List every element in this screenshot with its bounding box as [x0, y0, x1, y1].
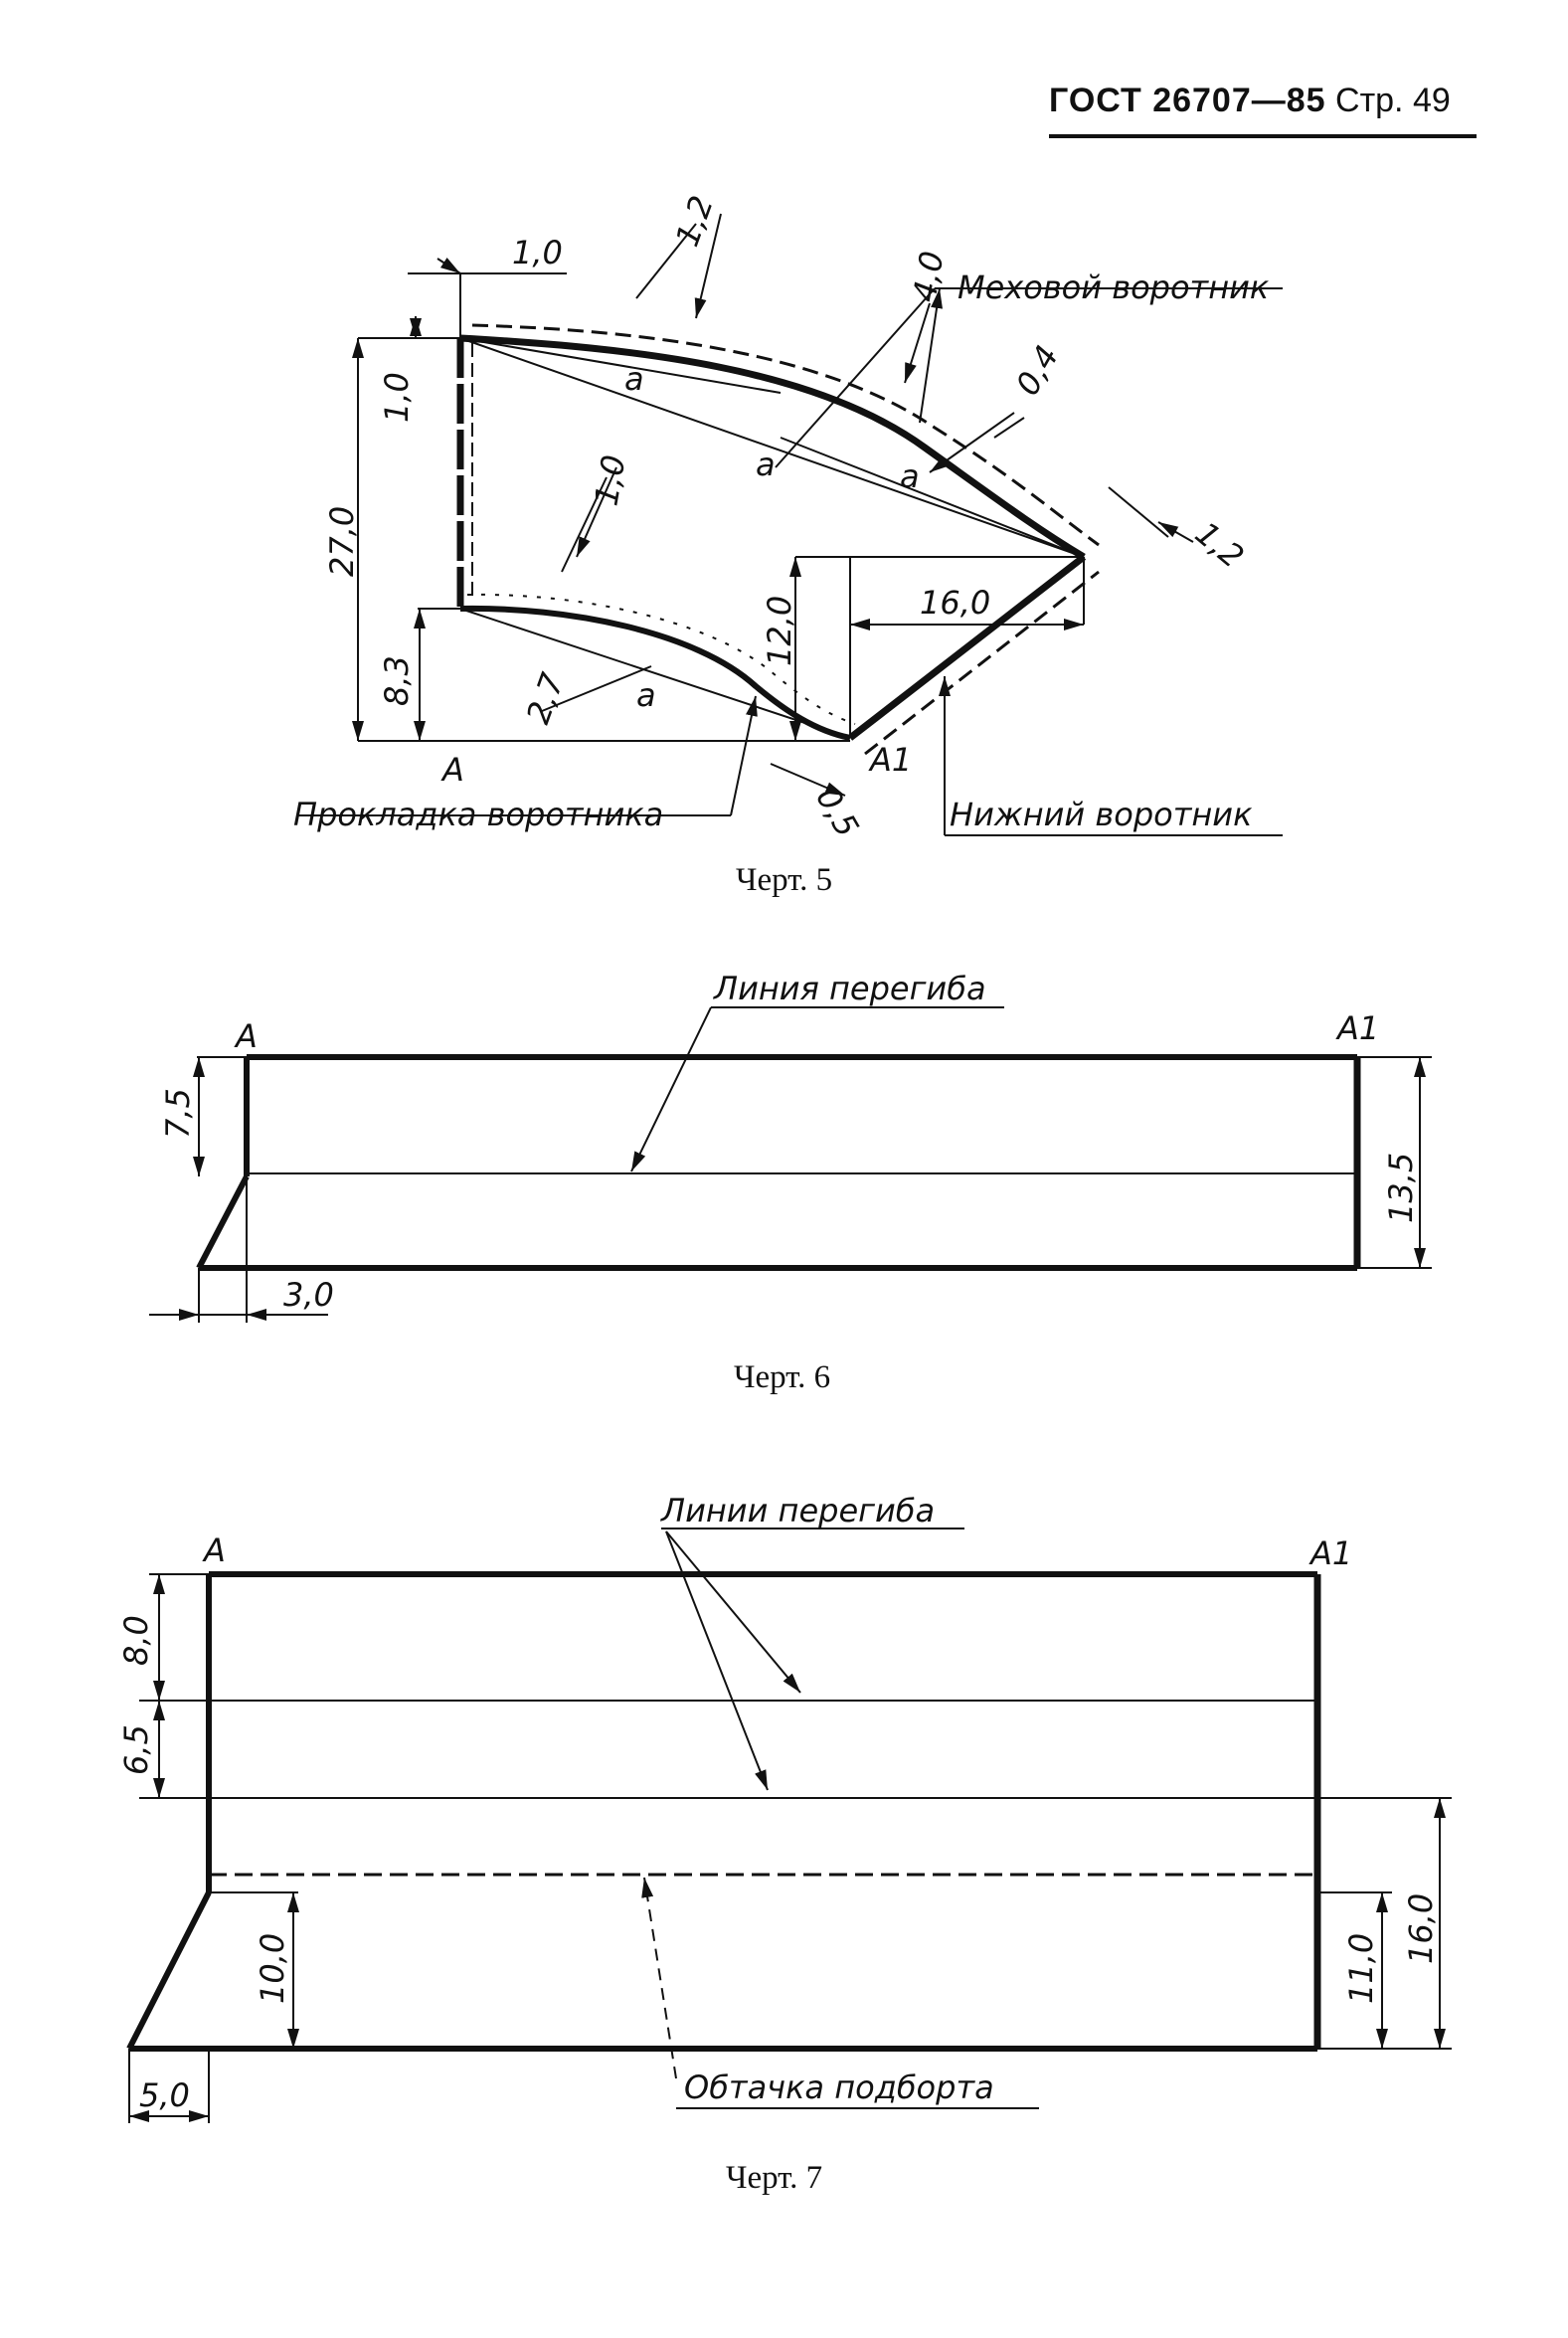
figure-7-labels: Линии перегиба A A1 8,0 6,5 10,0 11,0 16… — [117, 1492, 1440, 2196]
fig5-dim-1-2-right: 1,2 — [1188, 514, 1251, 576]
fig5-dim-1-0-inner: 1,0 — [587, 452, 632, 509]
fig5-dim-0-5: 0,5 — [808, 781, 866, 843]
fig7-fold-leader-1 — [665, 1530, 801, 1694]
fig5-mark-a-2: a — [756, 446, 776, 483]
fig5-chord-1 — [459, 337, 782, 394]
fig5-fur-collar-dashed — [471, 323, 1100, 547]
fig5-label-under-collar: Нижний воротник — [950, 796, 1253, 833]
fig5-dim-16: 16,0 — [920, 584, 990, 622]
figure-6 — [149, 1006, 1432, 1323]
fig5-mark-a-4: a — [636, 676, 656, 714]
fig5-interlining-marks — [466, 593, 856, 725]
page-header: ГОСТ 26707—85 Стр. 49 — [1049, 82, 1451, 120]
fig7-bevel-edge — [126, 1890, 212, 2051]
fig7-dim-16-0: 16,0 — [1402, 1893, 1440, 1964]
fig5-mark-a-3: a — [900, 457, 920, 495]
figure-7 — [126, 1528, 1452, 2123]
fig7-dim-11-0: 11,0 — [1342, 1933, 1380, 2004]
fig5-under-collar-dashed — [864, 570, 1100, 756]
figure-6-labels: Линия перегиба A A1 7,5 13,5 3,0 Черт. 6 — [159, 970, 1420, 1395]
fig5-point-a1: A1 — [868, 741, 912, 779]
fig7-fold-leader-2 — [665, 1530, 769, 1791]
fig5-under-collar-edge — [847, 554, 1087, 741]
fig7-caption: Черт. 7 — [726, 2160, 822, 2196]
figure-5-labels: 1,0 1,0 27,0 8,3 1,2 4,0 0,4 1,2 1,0 2,7… — [293, 191, 1270, 898]
fig5-interlining-contour — [459, 605, 851, 741]
fig5-label-interlining: Прокладка воротника — [293, 796, 663, 833]
fig6-dim-7-5: 7,5 — [159, 1088, 197, 1139]
fig7-point-a1: A1 — [1308, 1534, 1352, 1572]
fig5-dim-0-4: 0,4 — [1008, 339, 1066, 402]
fig7-label-fold-lines: Линии перегиба — [660, 1492, 935, 1529]
fig5-chord-2 — [780, 437, 1085, 558]
fig6-bevel-edge — [196, 1174, 250, 1270]
fig7-point-a: A — [202, 1531, 226, 1569]
fig5-point-a: A — [440, 751, 464, 789]
fig6-caption: Черт. 6 — [734, 1359, 830, 1395]
header-rule — [1049, 134, 1477, 138]
fig5-dim-1-0-left: 1,0 — [378, 372, 416, 423]
fig6-label-fold-line: Линия перегиба — [713, 970, 986, 1007]
fig6-dim-3-0: 3,0 — [283, 1276, 334, 1314]
fig7-dim-6-5: 6,5 — [117, 1724, 155, 1775]
fig5-chord-main — [459, 337, 1085, 558]
fig5-dim-27: 27,0 — [323, 506, 361, 577]
fig5-dim-12: 12,0 — [761, 596, 798, 666]
fig5-dim-4-0: 4,0 — [905, 249, 951, 305]
fig6-dim-13-5: 13,5 — [1382, 1153, 1420, 1223]
fig7-facing-leader — [641, 1877, 677, 2079]
fig7-dim-8-0: 8,0 — [117, 1615, 155, 1666]
fig7-dim-10-0: 10,0 — [254, 1933, 291, 2004]
page-number: Стр. 49 — [1335, 82, 1451, 119]
fig5-dim-8-3: 8,3 — [378, 655, 416, 706]
fig6-fold-leader — [630, 1006, 712, 1172]
fig5-mark-a-1: a — [624, 360, 644, 398]
fig5-interlining-chord — [459, 608, 851, 739]
fig6-point-a1: A1 — [1335, 1009, 1379, 1047]
fig7-label-facing: Обтачка подборта — [684, 2068, 994, 2106]
fig6-point-a: A — [234, 1017, 258, 1055]
fig5-dim-2-7: 2,7 — [519, 667, 572, 728]
standard-number: ГОСТ 26707—85 — [1049, 82, 1326, 119]
fig5-label-fur-collar: Меховой воротник — [958, 269, 1270, 306]
fig5-caption: Черт. 5 — [736, 862, 832, 898]
figure-5 — [298, 213, 1283, 836]
fig5-dim-1-0-top: 1,0 — [512, 234, 563, 271]
fig5-dim-1-2-top: 1,2 — [668, 191, 721, 252]
fig7-dim-5-0: 5,0 — [139, 2076, 190, 2114]
fig5-fur-collar-contour — [459, 334, 1086, 561]
